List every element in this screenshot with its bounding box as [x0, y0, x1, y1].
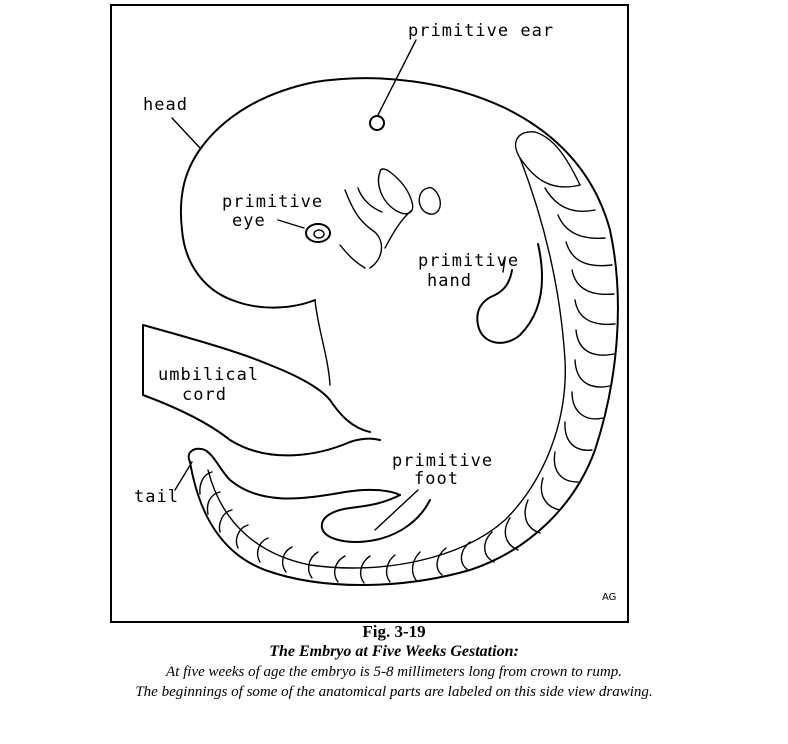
neck-line — [314, 299, 331, 386]
label-head: head — [143, 95, 188, 115]
artist-initials: AG — [602, 592, 616, 603]
primitive-eye-shape — [305, 223, 331, 243]
tail-leader-line — [174, 461, 193, 491]
label-primitive-foot-line1: primitive — [392, 451, 493, 471]
label-primitive-eye-line2: eye — [232, 211, 266, 231]
figure-frame — [110, 4, 629, 623]
primitive-foot-shape — [320, 494, 431, 543]
embryo-body-outline — [189, 77, 619, 586]
eye-pupil — [313, 229, 325, 239]
label-umbilical-cord-line1: umbilical — [158, 365, 259, 385]
umbilical-cord — [142, 324, 381, 457]
primitive-hand-shape — [476, 243, 543, 344]
head-outline — [179, 147, 316, 309]
caption-line-2: The beginnings of some of the anatomical… — [135, 684, 653, 700]
pharyngeal-arches — [339, 168, 442, 269]
embryo-diagram: primitive ear head primitive eye primiti… — [110, 4, 629, 623]
label-primitive-foot-line2: foot — [414, 469, 459, 489]
eye-leader-line — [277, 219, 305, 229]
label-primitive-eye-line1: primitive — [222, 192, 323, 212]
primitive-ear-shape — [369, 115, 385, 131]
label-primitive-hand-line1: primitive — [418, 251, 519, 271]
foot-leader-line — [374, 489, 419, 531]
hand-leader-line — [502, 257, 506, 273]
figure-title: The Embryo at Five Weeks Gestation: — [269, 643, 519, 660]
spine-segments — [199, 131, 616, 584]
ear-leader-line — [377, 39, 417, 116]
label-primitive-ear: primitive ear — [408, 21, 554, 41]
figure-number: Fig. 3-19 — [362, 622, 426, 641]
head-leader-line — [171, 117, 201, 149]
label-tail: tail — [134, 487, 179, 507]
caption-line-1: At five weeks of age the embryo is 5-8 m… — [166, 664, 622, 680]
label-primitive-hand-line2: hand — [427, 271, 472, 291]
figure-caption: Fig. 3-19 The Embryo at Five Weeks Gesta… — [0, 622, 788, 702]
label-umbilical-cord-line2: cord — [182, 385, 227, 405]
tail — [187, 447, 401, 500]
